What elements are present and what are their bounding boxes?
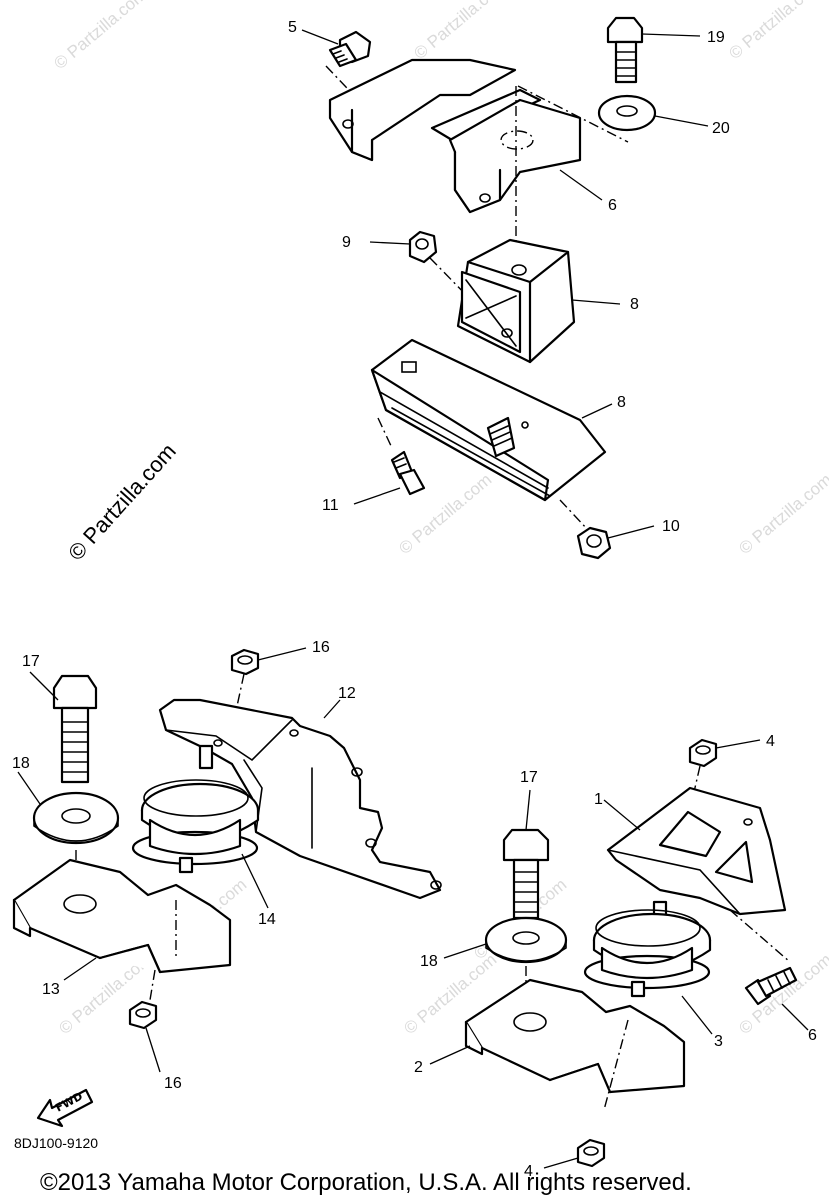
rubber-mount-15-icon: [131, 744, 260, 874]
stay-2-icon: [464, 978, 686, 1111]
nut-11-icon: [576, 526, 612, 560]
bracket-6-icon: [328, 58, 582, 214]
nut-4-icon: [688, 738, 718, 768]
callout-19: 19: [707, 29, 725, 46]
callout-17: 17: [520, 769, 538, 786]
rubber-mount-3-icon: [583, 900, 712, 998]
washer-20-icon: [597, 94, 657, 132]
callout-5: 6: [808, 1027, 817, 1044]
callout-16: 16: [312, 639, 330, 656]
callout-16: 16: [164, 1075, 182, 1092]
callout-4: 4: [766, 733, 775, 750]
callout-14: 13: [42, 981, 60, 998]
callout-17: 17: [22, 653, 40, 670]
nut-16-icon: [230, 648, 260, 676]
callout-18: 18: [12, 755, 30, 772]
damper-block-8-icon: [456, 238, 576, 364]
callout-11: 10: [662, 518, 680, 535]
washer-18-icon: [32, 791, 120, 845]
bolt-17-icon: [52, 674, 98, 784]
bolt-7-icon: [328, 30, 372, 68]
callout-8: 8: [630, 296, 639, 313]
callout-20: 20: [712, 120, 730, 137]
callout-9: 8: [617, 394, 626, 411]
watermark: © Partzilla.com: [50, 0, 150, 73]
callout-1: 1: [594, 791, 603, 808]
callout-2: 2: [414, 1059, 423, 1076]
callout-18: 18: [420, 953, 438, 970]
nut-10-icon: [408, 230, 438, 264]
watermark: © Partzilla.com: [725, 0, 825, 63]
watermark: © Partzilla.com: [735, 470, 829, 558]
callout-10: 9: [342, 234, 351, 251]
callout-7: 5: [288, 19, 297, 36]
engine-bracket-1-icon: [606, 786, 791, 963]
stay-14-icon: [12, 858, 232, 974]
forward-arrow-icon: FWD: [36, 1088, 94, 1128]
nut-4-icon: [576, 1138, 606, 1168]
callout-13: 12: [338, 685, 356, 702]
callout-3: 3: [714, 1033, 723, 1050]
bolt-12-icon: [390, 450, 426, 496]
diagram-code: 8DJ100-9120: [14, 1135, 98, 1151]
bolt-5-icon: [744, 966, 798, 1006]
copyright-notice: ©2013 Yamaha Motor Corporation, U.S.A. A…: [40, 1169, 692, 1196]
watermark-main: © Partzilla.com: [63, 438, 181, 565]
callout-15: 14: [258, 911, 276, 928]
washer-18-icon: [484, 916, 568, 964]
bolt-19-icon: [606, 16, 644, 84]
callout-4: 4: [524, 1163, 533, 1180]
callout-12: 11: [322, 497, 339, 514]
nut-16-icon: [128, 1000, 158, 1030]
bolt-17-icon: [502, 828, 550, 920]
callout-6: 6: [608, 197, 617, 214]
watermark: © Partzilla.com: [410, 0, 510, 63]
damper-plate-9-icon: [370, 338, 607, 502]
